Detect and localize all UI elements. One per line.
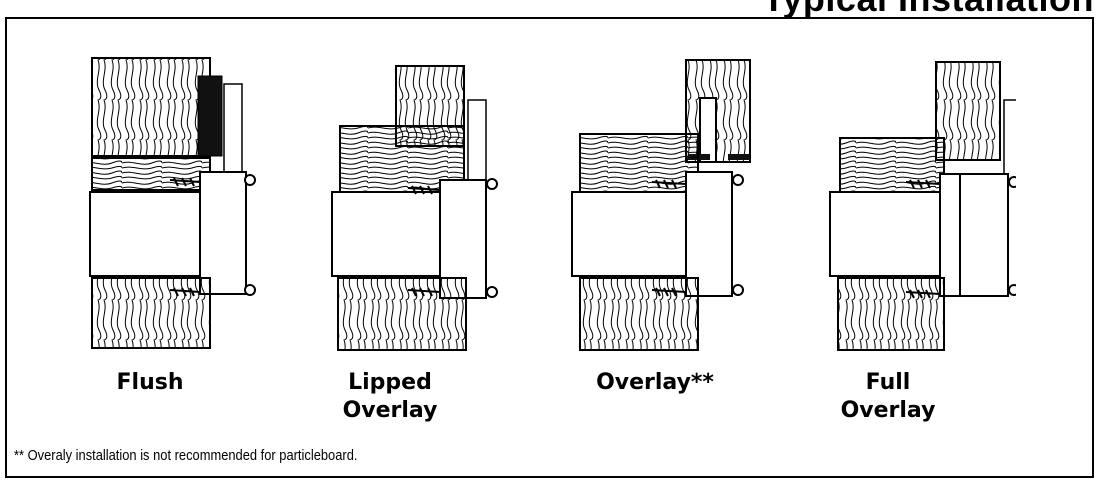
hinge-plate (685, 171, 733, 297)
hinge-knuckle-bottom (486, 286, 498, 298)
lower-frame-block (579, 277, 699, 351)
full-overlay-label: Full Overlay (840, 370, 936, 423)
frame-block-top (91, 157, 211, 191)
hinge-knuckle-top (732, 174, 744, 186)
hinge-cylinder (571, 191, 687, 277)
screw-top (169, 177, 201, 187)
lower-frame-block (91, 277, 211, 349)
diagram-frame (5, 17, 1094, 478)
screw-top (905, 179, 941, 189)
door-panel (1003, 99, 1016, 181)
screw-top (651, 179, 687, 189)
hinge-cylinder (89, 191, 203, 277)
hinge-knuckle-bottom (732, 284, 744, 296)
lower-frame-block (337, 277, 467, 351)
screw-bottom (407, 287, 441, 297)
hinge-cylinder (829, 191, 943, 277)
page-title: Typical Installation (763, 0, 1094, 20)
hinge-knuckle-bottom (244, 284, 256, 296)
hinge-knuckle-top (1008, 176, 1016, 188)
hinge-knuckle-top (244, 174, 256, 186)
footnote: ** Overaly installation is not recommend… (14, 447, 358, 464)
flush-diagram (89, 57, 256, 349)
frame-block-top (579, 133, 699, 195)
flush-label: Flush (116, 370, 184, 395)
overlay-diagram (571, 59, 751, 351)
lipped-overlay-diagram (331, 65, 498, 351)
screw-bottom (651, 287, 687, 297)
upper-door-block (685, 59, 751, 163)
screw-bottom (169, 287, 201, 297)
lower-frame-block (837, 277, 945, 351)
lipped-overlay-label: Lipped Overlay (342, 370, 438, 423)
hinge-cylinder (331, 191, 443, 277)
upper-door-block (91, 57, 211, 157)
hinge-knuckle-bottom (1008, 284, 1016, 296)
screw-bottom (905, 289, 941, 299)
hinge-knuckle-top (486, 178, 498, 190)
screw-top (407, 185, 441, 195)
frame-block-top (839, 137, 945, 195)
black-edge (197, 75, 223, 157)
hinge-plate (959, 173, 1009, 297)
door-panel (223, 83, 243, 175)
overlay-label: Overlay** (596, 370, 714, 395)
door-panel (467, 99, 487, 181)
black-edge-right (728, 154, 750, 160)
hinge-plate (199, 171, 247, 295)
upper-door-block (935, 61, 1001, 161)
door-slot (699, 97, 717, 163)
full-overlay-diagram (829, 61, 1016, 351)
